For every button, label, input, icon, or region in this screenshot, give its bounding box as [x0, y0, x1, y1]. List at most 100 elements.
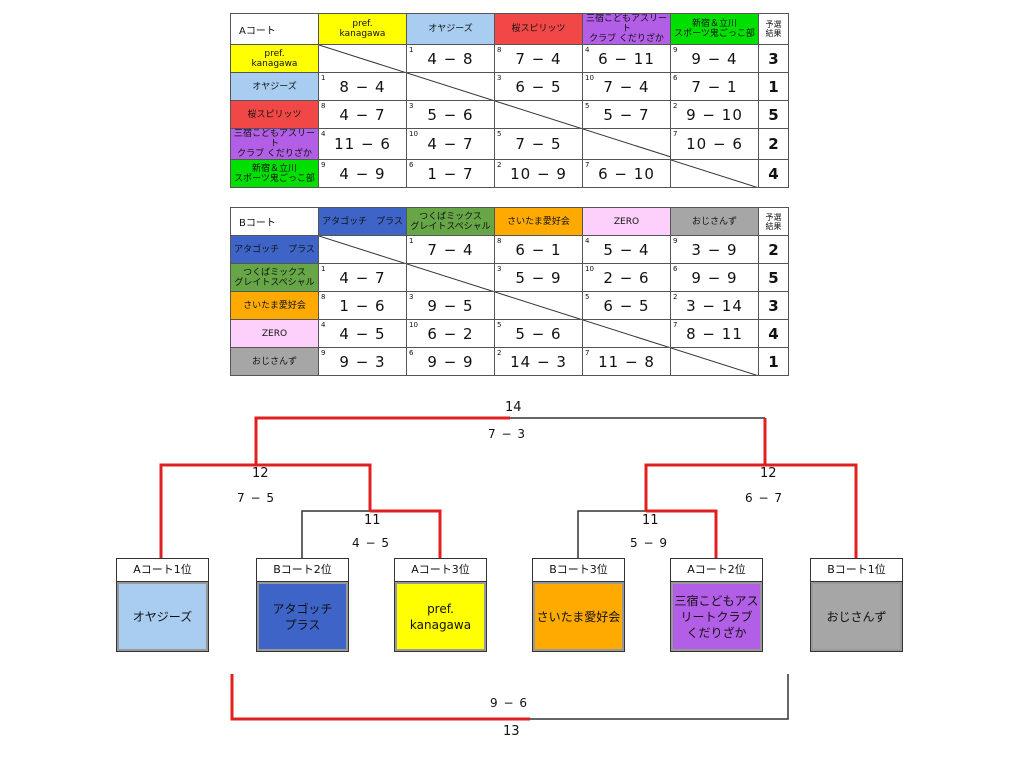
slot-label: Aコート3位	[395, 559, 486, 582]
match-score: 4 − 7	[339, 268, 386, 287]
game-number: 9	[321, 349, 326, 357]
match-score: 4 − 9	[339, 164, 386, 183]
match-score: 7 − 5	[515, 135, 562, 153]
match-score: 9 − 4	[691, 49, 738, 68]
game-number: 1	[409, 46, 414, 54]
match-score: 10 − 6	[686, 135, 743, 153]
match-result-cell: 6 1 − 7	[406, 159, 495, 188]
game-13-score: 9 − 6	[490, 696, 528, 710]
game-11-right-score: 5 − 9	[630, 536, 668, 550]
game-14-score: 7 − 3	[488, 427, 526, 441]
slot-team-name: 三宿こどもアス リートクラブ くだりざか	[671, 582, 762, 651]
bracket-slot: Bコート1位おじさんず	[810, 558, 903, 652]
match-result-cell: 1 4 − 8	[406, 44, 495, 73]
game-number: 4	[321, 130, 326, 138]
courtA-column-header: 三宿こどもアスリート クラブ くだりざか	[582, 13, 671, 45]
match-score: 6 − 5	[515, 77, 562, 96]
game-number: 5	[585, 293, 590, 301]
courtA-row-header: 桜スピリッツ	[230, 100, 319, 129]
bracket-slot: Bコート2位アタゴッチ プラス	[256, 558, 349, 652]
slot-label: Bコート3位	[533, 559, 624, 582]
match-score: 4 − 8	[427, 49, 474, 68]
courtB-row-header: さいたま愛好会	[230, 291, 319, 320]
game-number: 4	[585, 237, 590, 245]
match-score: 10 − 9	[510, 164, 567, 183]
match-score: 8 − 4	[339, 77, 386, 96]
match-score: 1 − 6	[339, 296, 386, 315]
game-number: 5	[585, 102, 590, 110]
game-number: 2	[673, 102, 678, 110]
bracket-slot: Aコート1位オヤジーズ	[116, 558, 209, 652]
bracket-line-loser	[577, 510, 646, 558]
match-score: 1 − 7	[427, 164, 474, 183]
game-12-left-number: 12	[252, 466, 269, 481]
game-number: 10	[585, 265, 594, 273]
courtB-row-header: ZERO	[230, 319, 319, 348]
game-number: 8	[321, 293, 326, 301]
game-number: 6	[409, 161, 414, 169]
match-score: 6 − 11	[598, 49, 655, 68]
slot-label: Bコート1位	[811, 559, 902, 582]
game-number: 7	[673, 321, 678, 329]
match-score: 6 − 2	[427, 324, 474, 343]
bracket-line-loser	[530, 674, 789, 720]
courtB-rank-header: 予選 結果	[758, 207, 789, 236]
match-score: 5 − 7	[603, 105, 650, 124]
match-score: 2 − 6	[603, 268, 650, 287]
slot-team-name: さいたま愛好会	[533, 582, 624, 651]
courtB-row-header: おじさんず	[230, 347, 319, 376]
game-number: 7	[673, 130, 678, 138]
bracket-line-winner	[370, 509, 442, 558]
game-number: 6	[409, 349, 414, 357]
game-number: 1	[321, 265, 326, 273]
game-number: 10	[409, 130, 418, 138]
courtB-row-header: つくばミックス グレイトスペシャル	[230, 263, 319, 292]
game-number: 8	[497, 237, 502, 245]
game-number: 4	[585, 46, 590, 54]
match-result-cell: 8 1 − 6	[318, 291, 407, 320]
game-13-number: 13	[503, 724, 520, 739]
match-score: 5 − 4	[603, 240, 650, 259]
match-score: 8 − 11	[686, 324, 743, 343]
bracket-slot: Aコート2位三宿こどもアス リートクラブ くだりざか	[670, 558, 763, 652]
game-number: 8	[497, 46, 502, 54]
courtB-column-header: さいたま愛好会	[494, 207, 583, 236]
courtA-rank-value: 1	[758, 72, 789, 101]
game-number: 6	[673, 74, 678, 82]
match-score: 9 − 9	[691, 268, 738, 287]
slot-label: Aコート2位	[671, 559, 762, 582]
game-number: 2	[497, 161, 502, 169]
match-score: 5 − 6	[427, 105, 474, 124]
game-number: 4	[321, 321, 326, 329]
courtA-corner-label: Aコート	[230, 13, 319, 45]
game-11-right-number: 11	[642, 513, 659, 528]
courtA-rank-header: 予選 結果	[758, 13, 789, 45]
game-11-left-number: 11	[364, 513, 381, 528]
match-score: 9 − 5	[427, 296, 474, 315]
game-number: 10	[409, 321, 418, 329]
